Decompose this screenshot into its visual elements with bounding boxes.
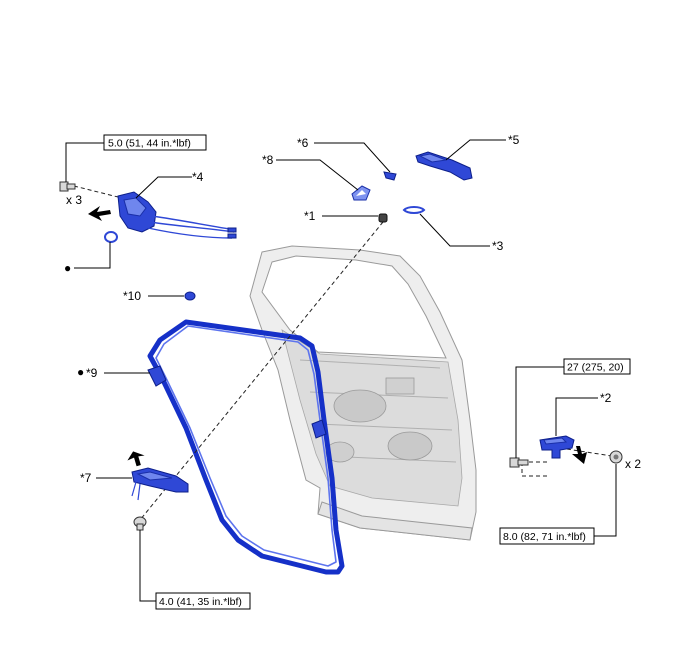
torque-box-handle: 4.0 (41, 35 in.*lbf) bbox=[155, 592, 251, 610]
torque-box-lock: 5.0 (51, 44 in.*lbf) bbox=[103, 134, 207, 151]
quantity-x2: x 2 bbox=[625, 457, 641, 471]
o-ring-part bbox=[104, 231, 118, 243]
install-arrow-icon bbox=[127, 451, 145, 467]
cover-part-8-opening bbox=[356, 190, 366, 196]
striker-nut-bolt-icon bbox=[609, 450, 623, 464]
door-weatherstrip-part-9 bbox=[147, 319, 345, 575]
weatherstrip-clip bbox=[147, 365, 167, 387]
callout-2: *2 bbox=[600, 391, 612, 405]
callout-4: *4 bbox=[192, 170, 204, 184]
install-arrow-icon bbox=[88, 206, 111, 221]
door-lock-assembly-part-4 bbox=[117, 191, 237, 239]
callout-8: *8 bbox=[262, 153, 274, 167]
quantity-x3: x 3 bbox=[66, 193, 82, 207]
inside-handle-part-7 bbox=[131, 467, 189, 501]
hole-plug-part-10 bbox=[184, 291, 196, 301]
gasket-part-3 bbox=[402, 206, 426, 214]
callout-5: *5 bbox=[508, 133, 520, 147]
handle-screw-bolt-icon bbox=[133, 516, 147, 531]
callout-3: *3 bbox=[492, 239, 504, 253]
lock-screw-bolt-icon bbox=[59, 181, 76, 192]
torque-bracket-text: 8.0 (82, 71 in.*lbf) bbox=[503, 531, 586, 543]
bullet-mark: ● bbox=[64, 261, 71, 275]
striker-bolt-icon bbox=[509, 457, 529, 468]
torque-box-striker: 27 (275, 20) bbox=[563, 358, 631, 375]
leader-lines bbox=[65, 139, 617, 602]
torque-handle-text: 4.0 (41, 35 in.*lbf) bbox=[159, 596, 242, 608]
callout-10: *10 bbox=[123, 289, 141, 303]
hole-plug-part-1 bbox=[378, 213, 388, 223]
rear-door-panel bbox=[249, 245, 477, 541]
callout-1: *1 bbox=[304, 209, 316, 223]
bullet-mark: ● bbox=[77, 365, 84, 379]
torque-box-bracket: 8.0 (82, 71 in.*lbf) bbox=[499, 527, 595, 545]
callout-7: *7 bbox=[80, 471, 92, 485]
callout-9: *9 bbox=[86, 366, 98, 380]
install-arrow-icon bbox=[572, 446, 587, 464]
callout-6: *6 bbox=[297, 136, 309, 150]
pad-part-6 bbox=[383, 171, 397, 181]
torque-striker-text: 27 (275, 20) bbox=[567, 362, 624, 374]
torque-lock-text: 5.0 (51, 44 in.*lbf) bbox=[108, 138, 191, 150]
door-striker-part-2 bbox=[539, 435, 575, 459]
weatherstrip-clip bbox=[311, 419, 327, 439]
